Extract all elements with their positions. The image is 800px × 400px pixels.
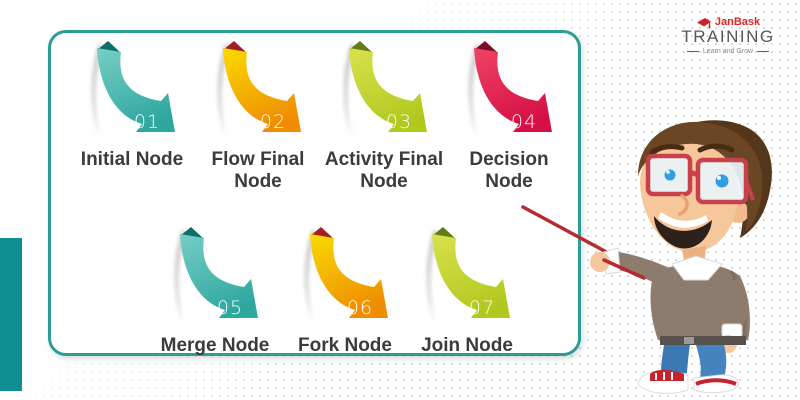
character-arm-right	[726, 278, 748, 335]
ribbon-curl-shadow	[218, 44, 230, 138]
node-number: 01	[134, 111, 160, 133]
ribbon-curl-shadow	[305, 230, 317, 324]
ribbon-arrow-icon: 05	[175, 227, 258, 324]
character-belt	[660, 336, 746, 345]
node-item: 02 Flow Final Node	[198, 40, 318, 193]
node-label: Decision Node	[469, 149, 549, 192]
character-sweater	[650, 263, 750, 340]
ribbon-band	[474, 48, 552, 132]
logo-dash-right	[757, 51, 770, 53]
pointer-stick-front	[602, 258, 646, 280]
character-jeans-right	[696, 345, 727, 378]
character-eyebrow-left	[649, 144, 685, 155]
character-glasses	[645, 153, 755, 205]
node-item: 06 Fork Node	[280, 226, 410, 357]
logo-name-text: TRAINING	[681, 27, 775, 46]
character-collar	[671, 255, 723, 281]
node-label: Activity Final Node	[324, 149, 444, 192]
character-belt-buckle	[684, 337, 694, 344]
character-eyes	[664, 169, 729, 188]
ribbon-curl-shadow	[92, 44, 104, 138]
node-item: 05 Merge Node	[140, 226, 290, 357]
node-number: 05	[217, 297, 243, 319]
logo-tagline-text: Learn and Grow	[702, 47, 754, 55]
logo-dash-left	[686, 51, 699, 53]
node-number: 03	[386, 111, 412, 133]
character-shoe-left	[637, 369, 689, 394]
node-label: Flow Final Node	[211, 149, 305, 192]
character-jeans-left	[661, 345, 690, 378]
ribbon-curl-shadow	[175, 230, 187, 324]
ribbon-arrow-icon: 06	[305, 227, 388, 324]
character-cuff-right	[721, 323, 743, 338]
ribbon-arrow-icon: 02	[218, 41, 301, 138]
node-number: 02	[260, 111, 286, 133]
ribbon-band	[349, 48, 427, 132]
ribbon-curl-shadow	[344, 44, 356, 138]
character-teeth	[658, 212, 708, 228]
node-item: 03 Activity Final Node	[314, 40, 454, 193]
character-nose	[678, 194, 689, 216]
character-eyebrow-right	[697, 143, 735, 153]
character-mouth	[654, 216, 712, 249]
node-number: 04	[511, 111, 537, 133]
character-shoe-right	[693, 374, 739, 394]
node-label: Initial Node	[80, 149, 184, 170]
ribbon-arrow-icon: 03	[344, 41, 427, 138]
diagram-frame: 01 Initial Node 02 Flow Final Node 03 Ac…	[48, 30, 581, 356]
ribbon-band	[223, 48, 301, 132]
ribbon-curl-shadow	[427, 230, 439, 324]
node-label: Merge Node	[160, 335, 270, 356]
ribbon-band	[97, 48, 175, 132]
ribbon-curl-shadow	[469, 44, 481, 138]
ribbon-arrow-icon: 07	[427, 227, 510, 324]
presenter-character	[590, 120, 772, 394]
ribbon-band	[180, 234, 258, 318]
ribbon-arrow-icon: 04	[469, 41, 552, 138]
character-arm-left	[616, 252, 674, 290]
graduation-cap-icon	[696, 18, 711, 29]
node-item: 01 Initial Node	[57, 40, 207, 171]
ribbon-band	[432, 234, 510, 318]
node-item: 04 Decision Node	[449, 40, 569, 193]
node-number: 07	[469, 297, 495, 319]
logo-brand-text: JanBask	[714, 16, 761, 29]
node-label: Fork Node	[298, 335, 392, 356]
janbask-logo: JanBask TRAINING Learn and Grow	[674, 16, 782, 55]
node-item: 07 Join Node	[402, 226, 532, 357]
character-hand-left	[590, 252, 610, 272]
ribbon-arrow-icon: 01	[92, 41, 175, 138]
left-accent-bar	[0, 238, 22, 391]
ribbon-band	[310, 234, 388, 318]
node-number: 06	[347, 297, 373, 319]
node-label: Join Node	[421, 335, 513, 356]
